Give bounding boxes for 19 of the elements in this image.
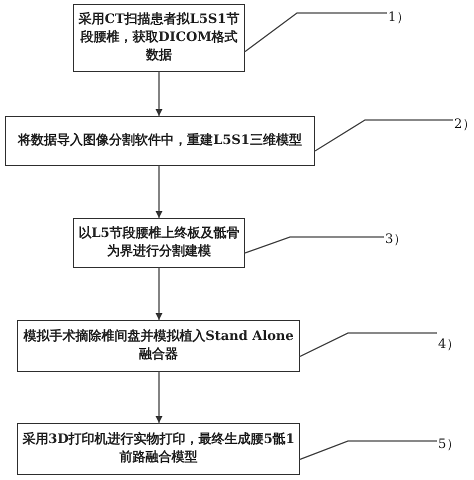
process-box: 将数据导入图像分割软件中，重建L5S1三维模型 bbox=[5, 116, 315, 166]
callout-number: 3） bbox=[385, 232, 406, 248]
process-box: 以L5节段腰椎上终板及骶骨为界进行分割建模 bbox=[73, 218, 245, 268]
callout-number: 4） bbox=[438, 337, 460, 353]
arrow bbox=[156, 372, 162, 423]
leader-line bbox=[244, 12, 387, 52]
process-box: 采用3D打印机进行实物打印，最终生成腰5骶1前路融合模型 bbox=[17, 423, 300, 475]
process-box: 采用CT扫描患者拟L5S1节段腰椎，获取DICOM格式数据 bbox=[73, 4, 245, 72]
arrow bbox=[156, 268, 162, 320]
leader-line bbox=[244, 236, 384, 254]
callout-number: 5） bbox=[438, 437, 460, 453]
callout-number: 2） bbox=[454, 117, 474, 133]
process-box: 模拟手术摘除椎间盘并模拟植入Stand Alone融合器 bbox=[17, 320, 300, 372]
leader-line bbox=[300, 332, 437, 357]
arrow bbox=[156, 166, 162, 218]
leader-line bbox=[300, 440, 437, 460]
callout-number: 1） bbox=[388, 10, 410, 26]
leader-line bbox=[314, 119, 453, 152]
arrow bbox=[156, 72, 162, 116]
